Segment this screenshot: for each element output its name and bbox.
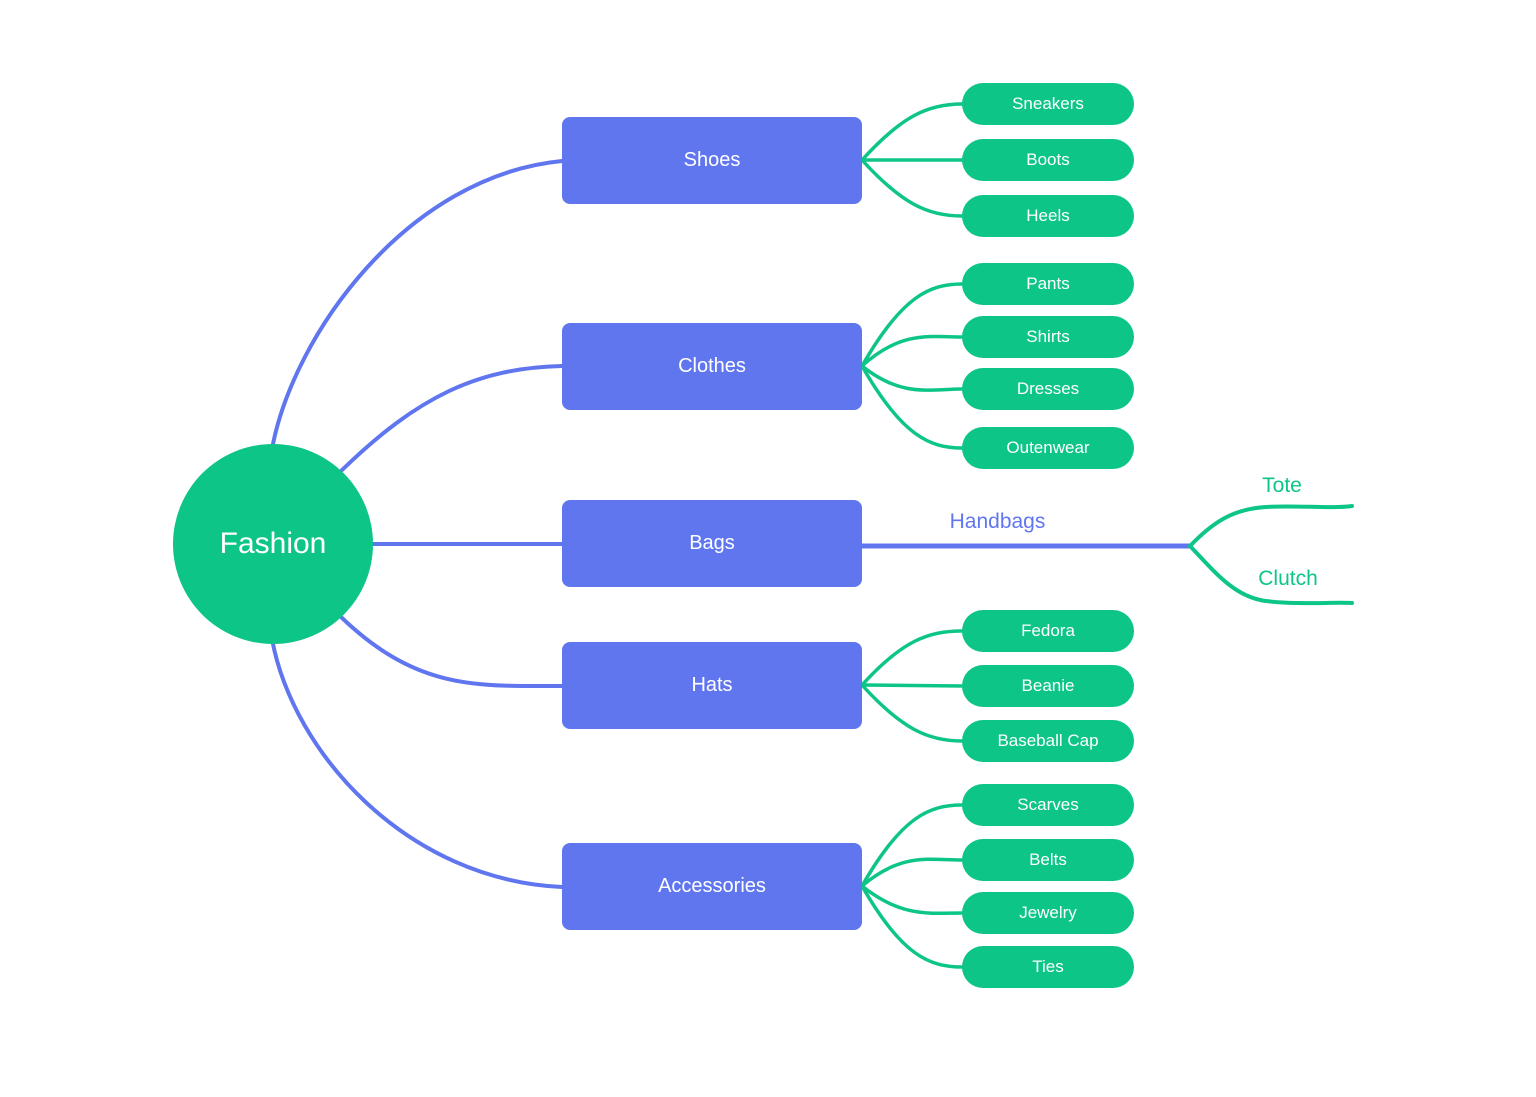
leaf-node-label: Heels [1026, 206, 1070, 225]
leaf-node-label: Outenwear [1006, 438, 1090, 457]
leaf-node-dresses[interactable]: Dresses [962, 368, 1134, 410]
leaf-node-heels[interactable]: Heels [962, 195, 1134, 237]
edge-accessories-scarves [860, 803, 964, 888]
leaf-node-label: Baseball Cap [997, 731, 1099, 750]
branch-node-label: Accessories [658, 875, 766, 897]
edge-handbags-clutch [1188, 544, 1354, 606]
leaf-node-label: Belts [1029, 850, 1067, 869]
leaf-node-baseball-cap[interactable]: Baseball Cap [962, 720, 1134, 762]
edge-accessories-ties [860, 884, 964, 969]
leaf-node-label: Dresses [1016, 379, 1080, 398]
edge-fashion-shoes [270, 159, 564, 451]
edge-fashion-hats [339, 615, 564, 689]
leaf-node-shirts[interactable]: Shirts [962, 316, 1134, 358]
leaf-node-label: Fedora [1021, 621, 1075, 640]
edge-accessories-jewelry [860, 884, 964, 916]
branch-node-label: Hats [691, 674, 733, 696]
leaf-node-label: Sneakers [1012, 94, 1084, 113]
leaf-node-ties[interactable]: Ties [962, 946, 1134, 988]
leaf-node-beanie[interactable]: Beanie [962, 665, 1134, 707]
edge-clothes-pants [860, 282, 964, 368]
leaf-node-label: Scarves [1017, 795, 1079, 814]
root-node-fashion[interactable]: Fashion [173, 444, 373, 644]
edge-clothes-shirts [860, 334, 964, 368]
leaf-node-scarves[interactable]: Scarves [962, 784, 1134, 826]
leaf-node-pants[interactable]: Pants [962, 263, 1134, 305]
edge-fashion-clothes [339, 364, 564, 473]
edge-clothes-dresses [860, 364, 964, 392]
branch-node-accessories[interactable]: Accessories [562, 843, 862, 930]
edge-shoes-heels [860, 158, 964, 218]
branch-node-shoes[interactable]: Shoes [562, 117, 862, 204]
leaf-node-label: Beanie [1021, 676, 1075, 695]
branch-node-bags[interactable]: Bags [562, 500, 862, 587]
leaf-node-outenwear[interactable]: Outenwear [962, 427, 1134, 469]
leaf-node-belts[interactable]: Belts [962, 839, 1134, 881]
branch-node-hats[interactable]: Hats [562, 642, 862, 729]
leaf-node-label: Jewelry [1019, 903, 1077, 922]
leaf-node-boots[interactable]: Boots [962, 139, 1134, 181]
leaf-node-label: Shirts [1026, 327, 1070, 346]
root-node-label: Fashion [219, 527, 327, 560]
branch-node-label: Shoes [683, 149, 741, 171]
leaf-node-sneakers[interactable]: Sneakers [962, 83, 1134, 125]
leaf-node-label: Pants [1026, 274, 1070, 293]
leaf-label-clutch[interactable]: Clutch [1258, 567, 1318, 590]
leaf-node-label: Ties [1032, 957, 1064, 976]
edge-clothes-outenwear [860, 364, 964, 450]
branch-node-label: Clothes [678, 355, 746, 377]
edge-accessories-belts [860, 857, 964, 888]
edge-handbags-tote [1188, 504, 1354, 548]
leaf-node-fedora[interactable]: Fedora [962, 610, 1134, 652]
branch-node-label: Bags [689, 532, 735, 554]
branch-node-clothes[interactable]: Clothes [562, 323, 862, 410]
leaf-node-jewelry[interactable]: Jewelry [962, 892, 1134, 934]
edge-hats-fedora [860, 629, 964, 687]
leaf-label-tote[interactable]: Tote [1262, 474, 1302, 497]
edge-hats-beanie [860, 683, 964, 688]
edge-shoes-sneakers [860, 102, 964, 162]
edge-hats-baseball-cap [860, 683, 964, 743]
edge-fashion-accessories [270, 637, 564, 889]
leaf-node-label: Boots [1026, 150, 1070, 169]
subbranch-label-handbags[interactable]: Handbags [949, 510, 1046, 533]
